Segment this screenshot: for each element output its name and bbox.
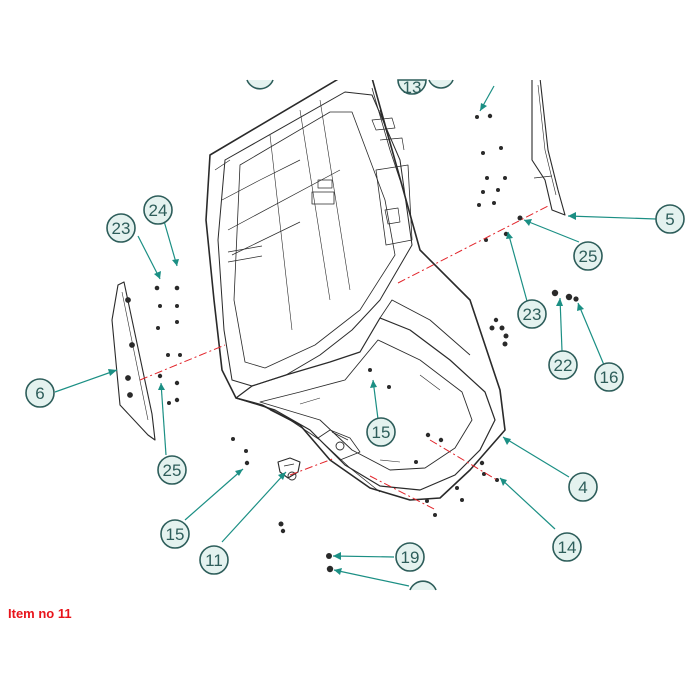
callout-15-center-label: 15 — [372, 423, 391, 442]
callout-19: 19 — [395, 542, 425, 572]
callout-25-right-label: 25 — [579, 247, 598, 266]
fastener-hardware — [154, 113, 579, 573]
callout-group: 5 23 24 25 23 22 16 6 15 4 25 15 14 11 1… — [25, 78, 685, 575]
callout-14-label: 14 — [558, 538, 577, 557]
callout-5: 5 — [655, 204, 685, 234]
hook-part — [277, 457, 301, 481]
callout-24-label: 24 — [149, 201, 168, 220]
partial-callout-circles — [246, 79, 454, 591]
callout-11: 11 — [199, 545, 229, 575]
callout-25-left: 25 — [157, 455, 187, 485]
callout-25-right: 25 — [573, 241, 603, 271]
callout-19-label: 19 — [401, 548, 420, 567]
callout-24: 24 — [143, 195, 173, 225]
callout-6: 6 — [25, 378, 55, 408]
callout-23-left: 23 — [106, 213, 136, 243]
callout-23-right: 23 — [517, 299, 547, 329]
item-caption: Item no 11 — [8, 606, 72, 621]
callout-22-label: 22 — [554, 356, 573, 375]
callout-15-left-label: 15 — [166, 525, 185, 544]
side-trim-strip — [531, 80, 566, 216]
side-panel-plate — [111, 281, 156, 441]
seat-backrest-shell — [205, 80, 506, 501]
callout-13-top: 13 — [397, 78, 427, 97]
callout-5-label: 5 — [665, 210, 674, 229]
callout-16-label: 16 — [600, 368, 619, 387]
callout-23-left-label: 23 — [112, 219, 131, 238]
callout-13-top-label: 13 — [403, 78, 422, 97]
leader-lines — [54, 85, 657, 587]
seat-pan-frame — [235, 299, 496, 493]
callout-14: 14 — [552, 532, 582, 562]
callout-4: 4 — [568, 472, 598, 502]
callout-25-left-label: 25 — [163, 461, 182, 480]
callout-16: 16 — [594, 362, 624, 392]
callout-15-left: 15 — [160, 519, 190, 549]
callout-22: 22 — [548, 350, 578, 380]
callout-6-label: 6 — [35, 384, 44, 403]
callout-23-right-label: 23 — [523, 305, 542, 324]
callout-11-label: 11 — [205, 551, 223, 570]
callout-4-label: 4 — [578, 478, 587, 497]
callout-15-center: 15 — [366, 417, 396, 447]
explosion-axes — [139, 205, 549, 511]
